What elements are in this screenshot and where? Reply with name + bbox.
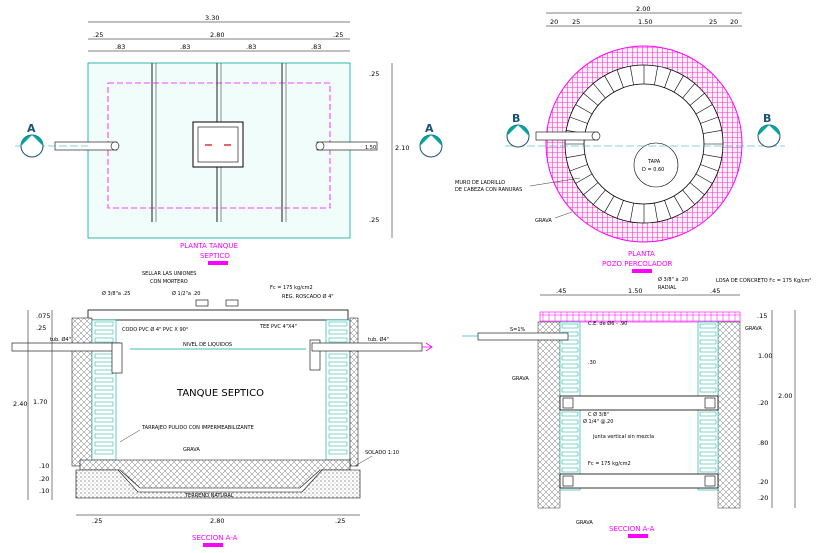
terreno-label: TERRENO NATURAL <box>184 493 234 499</box>
brick-ring <box>565 65 723 223</box>
tank-dim-l2: .25 <box>36 324 46 332</box>
plan-tank-dim-r2: 2.10 <box>395 144 409 152</box>
reg-label: REG. ROSCADO Ø 4" <box>282 293 334 300</box>
fc-label: Fc = 175 kg/cm2 <box>270 285 313 291</box>
pozo-dim-r5: .20 <box>758 478 768 486</box>
pozo-dim-r4: .80 <box>758 439 768 447</box>
plan-tank-dim-mid: 2.80 <box>210 31 224 39</box>
pozo-dim-30: .30 <box>588 360 596 366</box>
codo-label: CODO PVC Ø 4" PVC X 90° <box>122 326 189 333</box>
tank-dim-l1: .075 <box>36 312 50 320</box>
section-marker-a-left: A <box>27 122 36 135</box>
plan-tank-view: 3.30 .25 2.80 .25 .83 .83 .83 .83 1.50 .… <box>15 14 443 265</box>
tapa-diameter: D = 0.60 <box>642 167 664 173</box>
pozo-dim-r3: .20 <box>758 399 768 407</box>
plan-pozo-dim-1: 20 <box>550 18 558 26</box>
tank-name: TANQUE SEPTICO <box>176 388 264 399</box>
pozo-dim-r6: .20 <box>758 494 768 502</box>
muro-label-2: DE CABEZA CON RANURAS <box>455 187 522 193</box>
muro-label-1: MURO DE LADRILLO <box>455 180 505 186</box>
bar-label-1: Ø 3/8"a .25 <box>102 290 130 297</box>
pozo-slope-label: S=1% <box>510 327 526 333</box>
pozo-dim-t3: .45 <box>710 287 720 295</box>
plan-tank-bay-4: .83 <box>311 43 321 51</box>
plan-pozo-dim-4: 25 <box>709 18 717 26</box>
tank-dim-b1: .25 <box>92 517 102 525</box>
pozo-grava-bottom: GRAVA <box>576 520 593 526</box>
tank-grava: GRAVA <box>183 447 200 453</box>
pozo-dim-t2: 1.50 <box>628 287 642 295</box>
plan-tank-dim-total: 3.30 <box>205 14 219 22</box>
section-marker-b-left: B <box>512 112 520 125</box>
tank-dim-b2: 2.80 <box>210 517 224 525</box>
pozo-grava-right: GRAVA <box>745 326 762 332</box>
plan-tank-dim-r3: .25 <box>369 216 379 224</box>
pozo-radial-label: RADIAL <box>658 285 676 291</box>
section-tank-view: SELLAR LAS UNIONES CON MORTERO Ø 3/8"a .… <box>11 271 433 547</box>
tank-dim-b3: .25 <box>335 517 345 525</box>
plan-tank-title-2: SEPTICO <box>200 252 230 260</box>
section-marker-a-right: A <box>425 122 434 135</box>
plan-tank-bay-3: .83 <box>246 43 256 51</box>
plan-pozo-grava: GRAVA <box>535 218 552 224</box>
plan-pozo-dim-total: 2.00 <box>636 5 650 13</box>
pozo-dim-r1: .15 <box>757 312 767 320</box>
section-pozo-view: .45 1.50 .45 Ø 3/8" a .20 RADIAL LOSA DE… <box>462 276 811 538</box>
pozo-losa-label: LOSA DE CONCRETO f'c = 175 Kg/cm² <box>716 278 811 284</box>
plan-pozo-title-2: POZO PERCOLADOR <box>602 260 673 268</box>
pozo-bar-label: Ø 3/8" a .20 <box>658 276 688 283</box>
pozo-dim-total: 2.00 <box>778 392 792 400</box>
pozo-col-label-2: Ø 1/4" @.20 <box>583 418 613 425</box>
pozo-dim-r2: 1.00 <box>758 352 772 360</box>
plan-tank-title-1: PLANTA TANQUE <box>180 242 238 250</box>
solado-label: SOLADO 1:10 <box>365 450 399 456</box>
tank-dim-l6: .10 <box>39 487 49 495</box>
tank-dim-l4: .10 <box>39 462 49 470</box>
sellar-label-1: SELLAR LAS UNIONES <box>142 271 196 277</box>
pozo-junta-label: junta vertical sin mezcla <box>592 434 654 440</box>
pozo-dim-t1: .45 <box>556 287 566 295</box>
section-tank-title: SECCION A-A <box>192 534 238 542</box>
pozo-ce-label: C.E. de Ø6 - .90 <box>588 320 627 327</box>
tank-dim-l5: .20 <box>39 475 49 483</box>
plan-tank-bay-2: .83 <box>180 43 190 51</box>
plan-pozo-dim-3: 1.50 <box>638 18 652 26</box>
section-marker-b-right: B <box>763 112 771 125</box>
tank-dim-l3: 1.70 <box>33 398 47 406</box>
plan-pozo-view: 2.00 20 25 1.50 25 20 TAPA D = 0.60 B B … <box>455 5 785 273</box>
bar-label-2: Ø 1/2"a .20 <box>172 290 200 297</box>
plan-tank-dim-right: .25 <box>333 31 343 39</box>
pozo-col-label-1: C Ø 3/8" <box>588 411 609 418</box>
nivel-label: NIVEL DE LIQUIDOS <box>183 342 232 348</box>
plan-pozo-dim-2: 25 <box>572 18 580 26</box>
section-pozo-title: SECCION A-A <box>609 525 655 533</box>
plan-pozo-dim-5: 20 <box>730 18 738 26</box>
tub-out-label: tub. Ø4" <box>368 336 389 343</box>
sellar-label-2: CON MORTERO <box>150 279 188 285</box>
plan-tank-pipe-dim: 1.50 <box>365 145 376 151</box>
pozo-grava-left: GRAVA <box>512 376 529 382</box>
tank-dim-total: 2.40 <box>13 400 27 408</box>
pozo-wall-bricks <box>561 323 717 489</box>
tee-label: TEE PVC 4"X4" <box>259 324 297 330</box>
tub-in-label: tub. Ø4" <box>50 336 71 343</box>
plan-tank-dim-r1: .25 <box>369 70 379 78</box>
pozo-fc-label: Fc = 175 kg/cm2 <box>588 461 631 467</box>
tarrajeo-label: TARRAJEO PULIDO CON IMPERMEABILIZANTE <box>141 425 254 431</box>
plan-tank-bay-1: .83 <box>115 43 125 51</box>
plan-pozo-title-1: PLANTA <box>628 250 655 258</box>
plan-tank-dim-left: .25 <box>93 31 103 39</box>
tapa-label: TAPA <box>647 159 661 165</box>
